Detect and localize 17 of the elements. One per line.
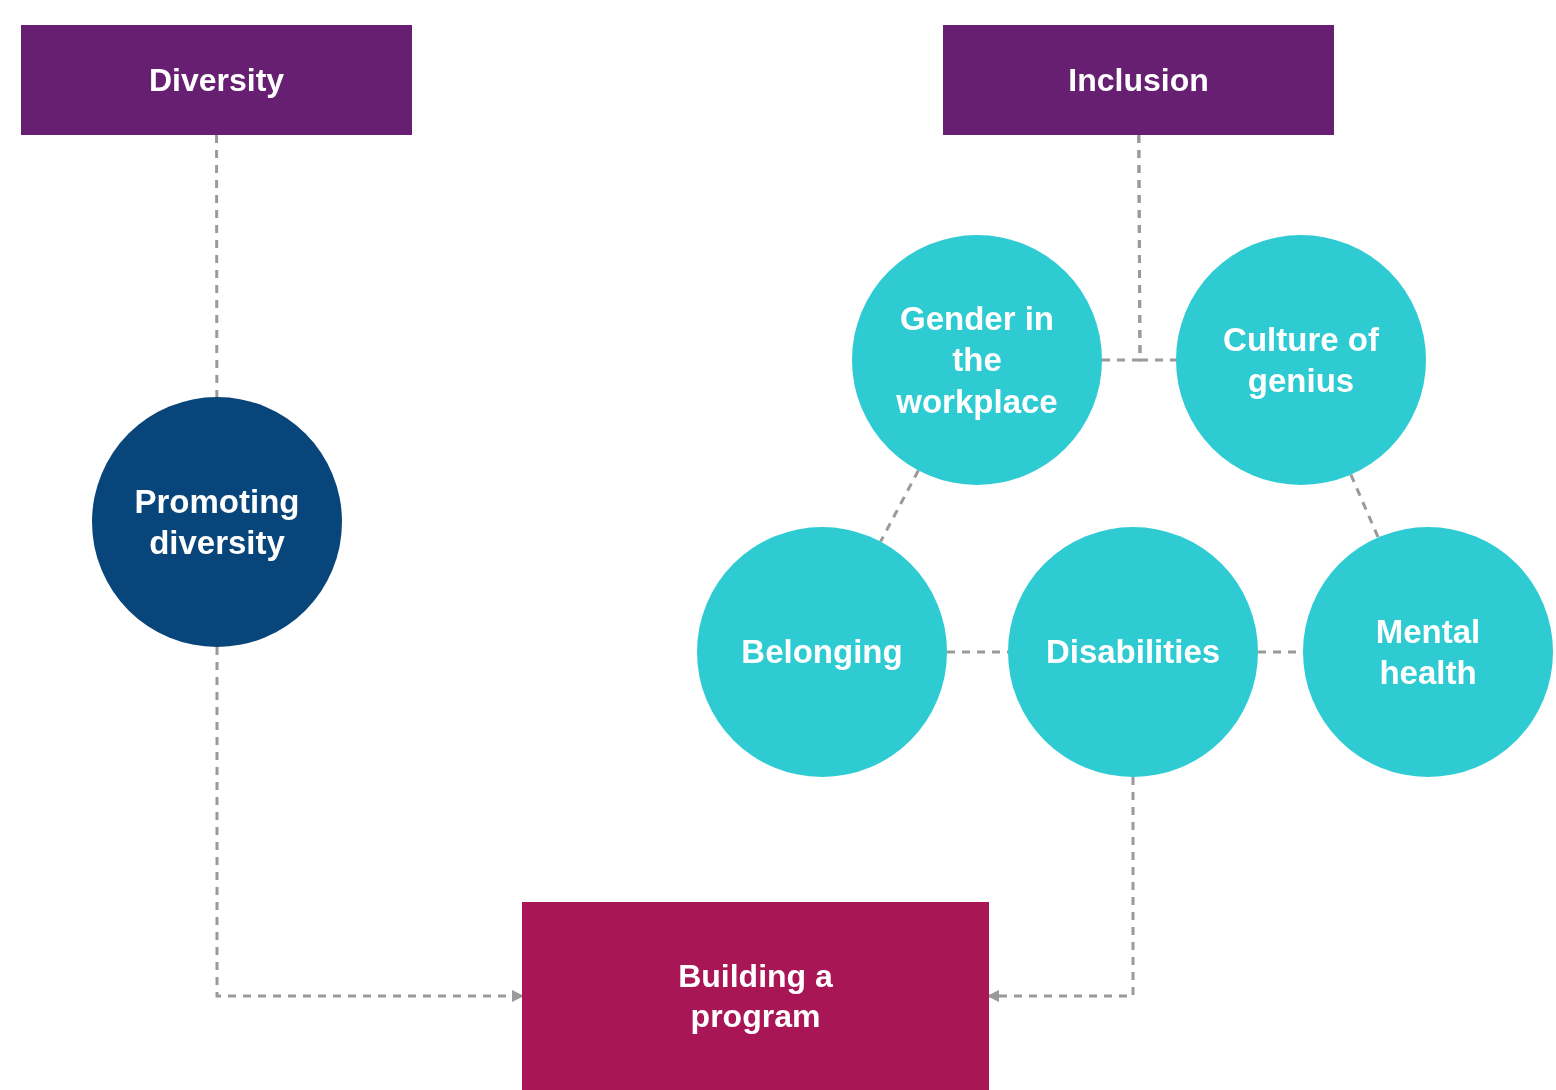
dashed-connector — [1349, 474, 1380, 538]
node-label: Building a program — [677, 957, 834, 1036]
node-label: Culture of genius — [1222, 319, 1380, 401]
node-label: Promoting diversity — [133, 481, 301, 563]
dashed-connector — [1137, 135, 1176, 362]
dashed-connector — [215, 135, 219, 397]
dashed-arrow — [215, 647, 524, 1002]
node-label: Inclusion — [1068, 61, 1209, 100]
result-box — [522, 902, 989, 1090]
node-label: Diversity — [148, 61, 285, 100]
dashed-connector — [879, 469, 920, 543]
node-label: Gender in the workplace — [895, 299, 1059, 422]
title-box — [943, 25, 1334, 135]
node-label: Disabilities — [1045, 632, 1221, 673]
node-label: Mental health — [1374, 611, 1482, 693]
title-box — [21, 25, 412, 135]
node-label: Belonging — [741, 632, 903, 673]
